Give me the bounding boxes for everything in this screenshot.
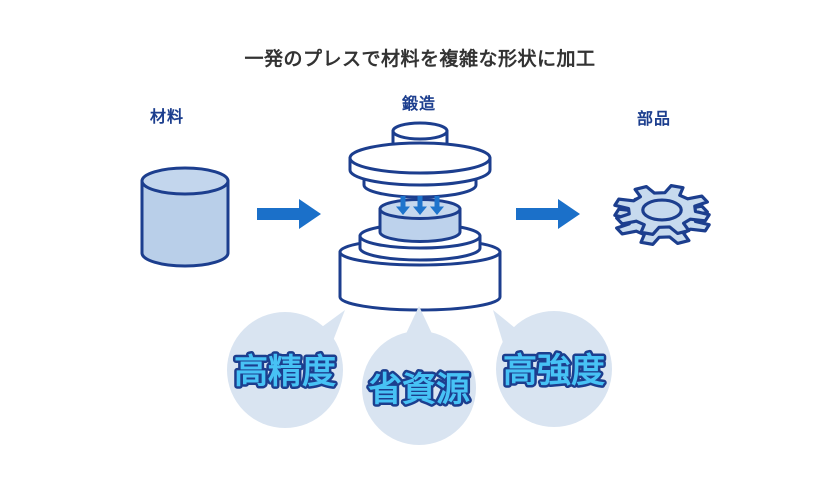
svg-text:高強度: 高強度 <box>503 352 605 390</box>
page-title: 一発のプレスで材料を複雑な形状に加工 <box>244 49 596 70</box>
svg-text:省資源: 省資源 <box>368 371 470 409</box>
cylinder-billet-icon <box>140 166 230 268</box>
right-arrow-icon <box>516 199 580 229</box>
part-label: 部品 <box>636 111 671 128</box>
benefit-bubble-resource: 省資源 <box>362 331 476 445</box>
down-arrows-icon <box>396 196 444 215</box>
gear-icon <box>608 176 716 256</box>
benefit-bubble-strength: 高強度 <box>496 311 612 427</box>
right-arrow-icon <box>257 199 321 229</box>
svg-text:高精度: 高精度 <box>234 353 336 391</box>
forging-press-icon <box>338 121 502 312</box>
bubble-tail-middle <box>404 306 434 338</box>
benefit-text-resource: 省資源 <box>366 369 473 412</box>
material-label: 材料 <box>149 109 184 126</box>
forging-label: 鍛造 <box>401 96 436 113</box>
benefit-text-precision: 高精度 <box>232 351 339 394</box>
benefit-bubble-precision: 高精度 <box>227 312 343 428</box>
benefit-text-strength: 高強度 <box>501 350 608 393</box>
